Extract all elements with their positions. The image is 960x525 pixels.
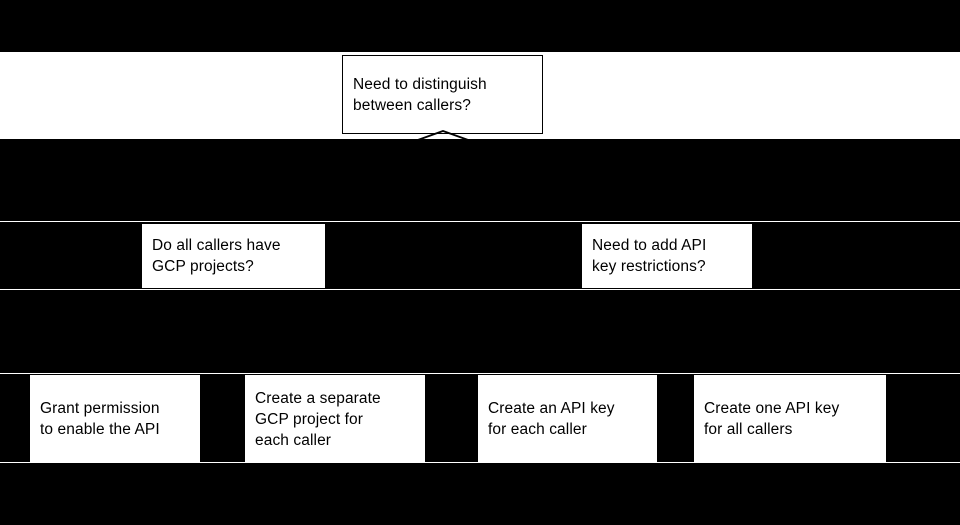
- node-label: Need to distinguish between callers?: [353, 75, 487, 114]
- node-label: Create a separate GCP project for each c…: [255, 389, 381, 449]
- node-create-separate-gcp-project[interactable]: Create a separate GCP project for each c…: [245, 375, 425, 463]
- background-band-row-2-top: [0, 221, 960, 222]
- node-label: Do all callers have GCP projects?: [152, 237, 281, 275]
- node-label: Create an API key for each caller: [488, 400, 615, 438]
- node-label: Grant permission to enable the API: [40, 400, 160, 438]
- node-create-one-api-key-for-all-callers[interactable]: Create one API key for all callers: [694, 375, 886, 463]
- node-label: Need to add API key restrictions?: [592, 237, 707, 275]
- node-do-all-callers-have-gcp-projects[interactable]: Do all callers have GCP projects?: [142, 224, 325, 288]
- node-create-api-key-for-each-caller[interactable]: Create an API key for each caller: [478, 375, 657, 463]
- node-grant-permission-to-enable-api[interactable]: Grant permission to enable the API: [30, 375, 200, 463]
- background-band-row-3-top: [0, 373, 960, 374]
- node-need-to-distinguish-callers[interactable]: Need to distinguish between callers?: [342, 55, 543, 134]
- arrowhead-icon: [414, 130, 472, 142]
- background-band-row-2-bottom: [0, 289, 960, 290]
- node-label: Create one API key for all callers: [704, 400, 840, 438]
- node-need-to-add-api-key-restrictions[interactable]: Need to add API key restrictions?: [582, 224, 752, 288]
